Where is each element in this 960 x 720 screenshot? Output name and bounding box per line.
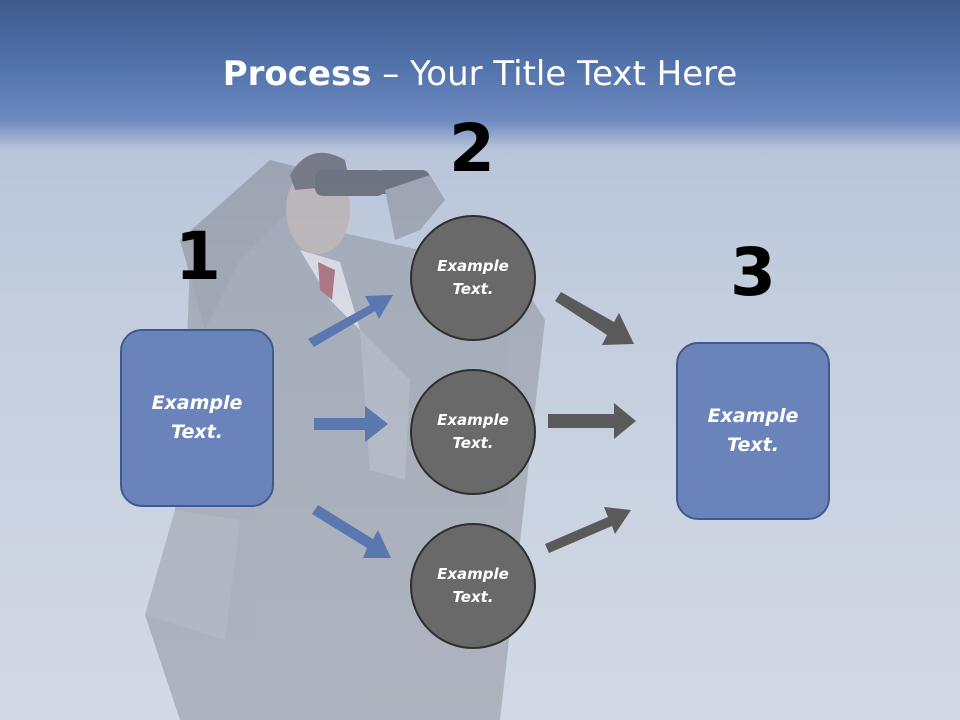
step-number-2: 2 bbox=[449, 110, 495, 187]
title-bold: Process bbox=[222, 54, 372, 94]
circle-top-line-2: Text. bbox=[452, 280, 494, 298]
step-2-circle-bottom: Example Text. bbox=[410, 523, 536, 649]
step-number-3: 3 bbox=[730, 234, 776, 311]
arrow-to-circle-top bbox=[308, 295, 393, 347]
arrow-to-circle-middle bbox=[314, 406, 388, 442]
step-1-box: Example Text. bbox=[120, 329, 274, 507]
step-2-circle-top: Example Text. bbox=[410, 215, 536, 341]
circle-top-line-1: Example bbox=[437, 257, 509, 275]
arrow-to-circle-bottom bbox=[312, 505, 391, 558]
step-1-box-line-2: Text. bbox=[171, 421, 223, 443]
circle-bottom-line-2: Text. bbox=[452, 588, 494, 606]
arrow-from-circle-middle bbox=[548, 403, 636, 439]
arrow-from-circle-bottom bbox=[545, 507, 631, 553]
arrow-from-circle-top bbox=[555, 292, 634, 345]
circle-bottom-line-1: Example bbox=[437, 565, 509, 583]
step-1-box-line-1: Example bbox=[151, 392, 243, 414]
title-rest: – Your Title Text Here bbox=[371, 54, 738, 94]
circle-middle-line-1: Example bbox=[437, 411, 509, 429]
step-number-1: 1 bbox=[175, 218, 221, 295]
step-3-box-line-1: Example bbox=[707, 405, 799, 427]
slide-title: Process – Your Title Text Here bbox=[0, 52, 960, 96]
step-2-circle-middle: Example Text. bbox=[410, 369, 536, 495]
circle-middle-line-2: Text. bbox=[452, 434, 494, 452]
step-3-box-line-2: Text. bbox=[727, 434, 779, 456]
step-3-box: Example Text. bbox=[676, 342, 830, 520]
